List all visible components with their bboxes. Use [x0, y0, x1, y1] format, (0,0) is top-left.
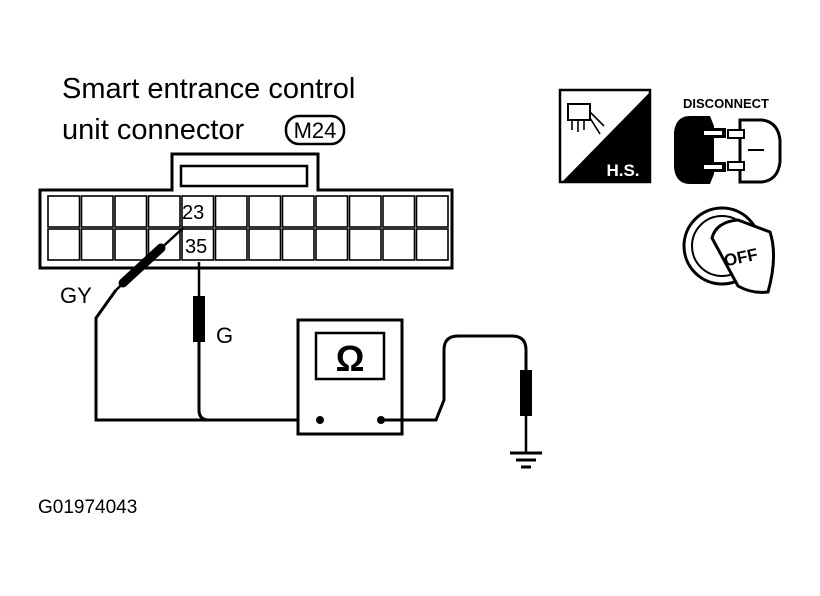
connector-cavity — [47, 228, 81, 261]
connector-cavity — [181, 195, 215, 228]
gy-probe — [115, 227, 184, 291]
title-line-1: Smart entrance control — [62, 73, 355, 105]
connector-cavity — [281, 195, 315, 228]
pin-23-label: 23 — [182, 202, 204, 224]
connector-m24 — [38, 152, 454, 270]
connector-cavities — [47, 195, 449, 261]
disconnect-icon: DISCONNECT — [674, 96, 782, 184]
ohm-symbol: Ω — [336, 338, 365, 379]
connector-cavity — [248, 228, 282, 261]
ground-symbol-icon — [510, 451, 542, 469]
connector-id-badge: M24 — [284, 114, 346, 146]
connector-cavity — [348, 228, 382, 261]
connector-cavity — [114, 228, 148, 261]
connector-latch — [179, 164, 309, 188]
connector-cavity — [80, 195, 114, 228]
connector-id: M24 — [294, 118, 337, 143]
connector-cavity — [214, 195, 248, 228]
connector-cavity — [382, 228, 416, 261]
harness-connector-icon — [567, 103, 605, 135]
ground-wire — [381, 334, 528, 422]
g-probe — [193, 262, 205, 342]
g-wire-label: G — [216, 323, 233, 348]
title-line-2: unit connector — [62, 114, 245, 146]
gy-wire — [94, 289, 318, 422]
connector-cavity — [415, 195, 449, 228]
connector-cavity — [415, 228, 449, 261]
connector-cavity — [315, 228, 349, 261]
g-wire — [197, 342, 210, 422]
connector-cavity — [248, 195, 282, 228]
connector-cavity — [80, 228, 114, 261]
ohmmeter: Ω — [296, 318, 404, 436]
gy-wire-label: GY — [60, 283, 92, 308]
connector-cavity — [315, 195, 349, 228]
meter-display — [314, 331, 386, 381]
connector-cavity — [281, 228, 315, 261]
meter-terminal-left — [316, 416, 324, 424]
ignition-off-icon: OFF — [682, 206, 775, 294]
ground-probe — [520, 370, 532, 452]
connector-cavity — [114, 195, 148, 228]
connector-cavity — [348, 195, 382, 228]
connector-cavity — [47, 195, 81, 228]
connector-cavity — [147, 195, 181, 228]
figure-code: G01974043 — [38, 497, 137, 518]
pin-35-label: 35 — [185, 236, 207, 258]
connector-cavity — [214, 228, 248, 261]
disconnect-label: DISCONNECT — [683, 96, 769, 111]
hs-label: H.S. — [606, 161, 639, 180]
connector-cavity — [382, 195, 416, 228]
harness-side-icon: H.S. — [558, 88, 652, 184]
connector-cavity — [181, 228, 215, 261]
